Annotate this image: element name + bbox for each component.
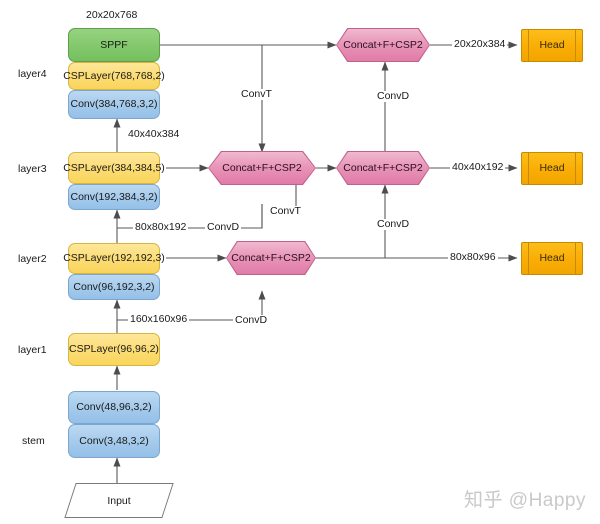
- row-label-layer1: layer1: [18, 344, 47, 356]
- op-label-convd-layer1: ConvD: [233, 314, 270, 326]
- row-label-layer2: layer2: [18, 253, 47, 265]
- tensor-label-layer1-out: 160x160x96: [128, 313, 190, 325]
- tensor-label-sppf-out: 20x20x768: [86, 9, 138, 21]
- concat-p4-right-label: Concat+F+CSP2: [343, 162, 423, 174]
- tensor-label-head-p5-in: 20x20x384: [452, 38, 508, 50]
- tensor-label-head-p4-in: 40x40x192: [450, 161, 506, 173]
- head-p4[interactable]: Head: [521, 152, 583, 185]
- hex-fill-p3: [227, 242, 315, 274]
- row-label-layer4: layer4: [18, 68, 47, 80]
- node-stem-conv2[interactable]: Conv(48,96,3,2): [68, 391, 160, 424]
- op-label-convd-p4-right: ConvD: [375, 218, 412, 230]
- node-layer1-csplayer[interactable]: CSPLayer(96,96,2): [68, 333, 160, 366]
- hex-fill-p4-mid: [209, 152, 315, 184]
- concat-p4-mid-label: Concat+F+CSP2: [222, 162, 302, 174]
- tensor-label-layer3-out: 40x40x384: [128, 128, 180, 140]
- op-label-convt-mid: ConvT: [268, 205, 303, 217]
- row-label-stem: stem: [22, 435, 45, 447]
- node-concat-p4-right[interactable]: Concat+F+CSP2: [336, 151, 430, 185]
- tensor-label-layer2-out: 80x80x192: [133, 221, 189, 233]
- node-layer4-csplayer[interactable]: CSPLayer(768,768,2): [63, 62, 165, 90]
- node-layer3-conv[interactable]: Conv(192,384,3,2): [68, 184, 160, 210]
- node-layer2-csplayer[interactable]: CSPLayer(192,192,3): [63, 243, 165, 274]
- head-p5[interactable]: Head: [521, 29, 583, 62]
- row-label-layer3: layer3: [18, 163, 47, 175]
- node-concat-p3[interactable]: Concat+F+CSP2: [226, 241, 316, 275]
- node-layer4-conv[interactable]: Conv(384,768,3,2): [68, 90, 160, 119]
- concat-p5-label: Concat+F+CSP2: [343, 39, 423, 51]
- hex-fill-p4-right: [337, 152, 429, 184]
- head-p4-label: Head: [539, 162, 565, 175]
- node-sppf[interactable]: SPPF: [68, 28, 160, 62]
- head-p3[interactable]: Head: [521, 242, 583, 275]
- node-layer2-conv[interactable]: Conv(96,192,3,2): [68, 274, 160, 300]
- tensor-label-head-p3-in: 80x80x96: [448, 251, 498, 263]
- node-input[interactable]: Input: [64, 483, 174, 518]
- node-stem-conv1[interactable]: Conv(3,48,3,2): [68, 424, 160, 458]
- head-p5-label: Head: [539, 39, 565, 52]
- hex-fill-p5: [337, 29, 429, 61]
- input-label: Input: [107, 494, 131, 507]
- op-label-convt-top: ConvT: [239, 88, 274, 100]
- op-label-convd-p5-top: ConvD: [375, 90, 412, 102]
- node-concat-p4-mid[interactable]: Concat+F+CSP2: [208, 151, 316, 185]
- node-concat-p5[interactable]: Concat+F+CSP2: [336, 28, 430, 62]
- op-label-convd-layer2: ConvD: [205, 221, 242, 233]
- concat-p3-label: Concat+F+CSP2: [231, 252, 311, 264]
- watermark: 知乎 @Happy: [464, 490, 586, 511]
- head-p3-label: Head: [539, 252, 565, 265]
- node-layer3-csplayer[interactable]: CSPLayer(384,384,5): [63, 152, 165, 184]
